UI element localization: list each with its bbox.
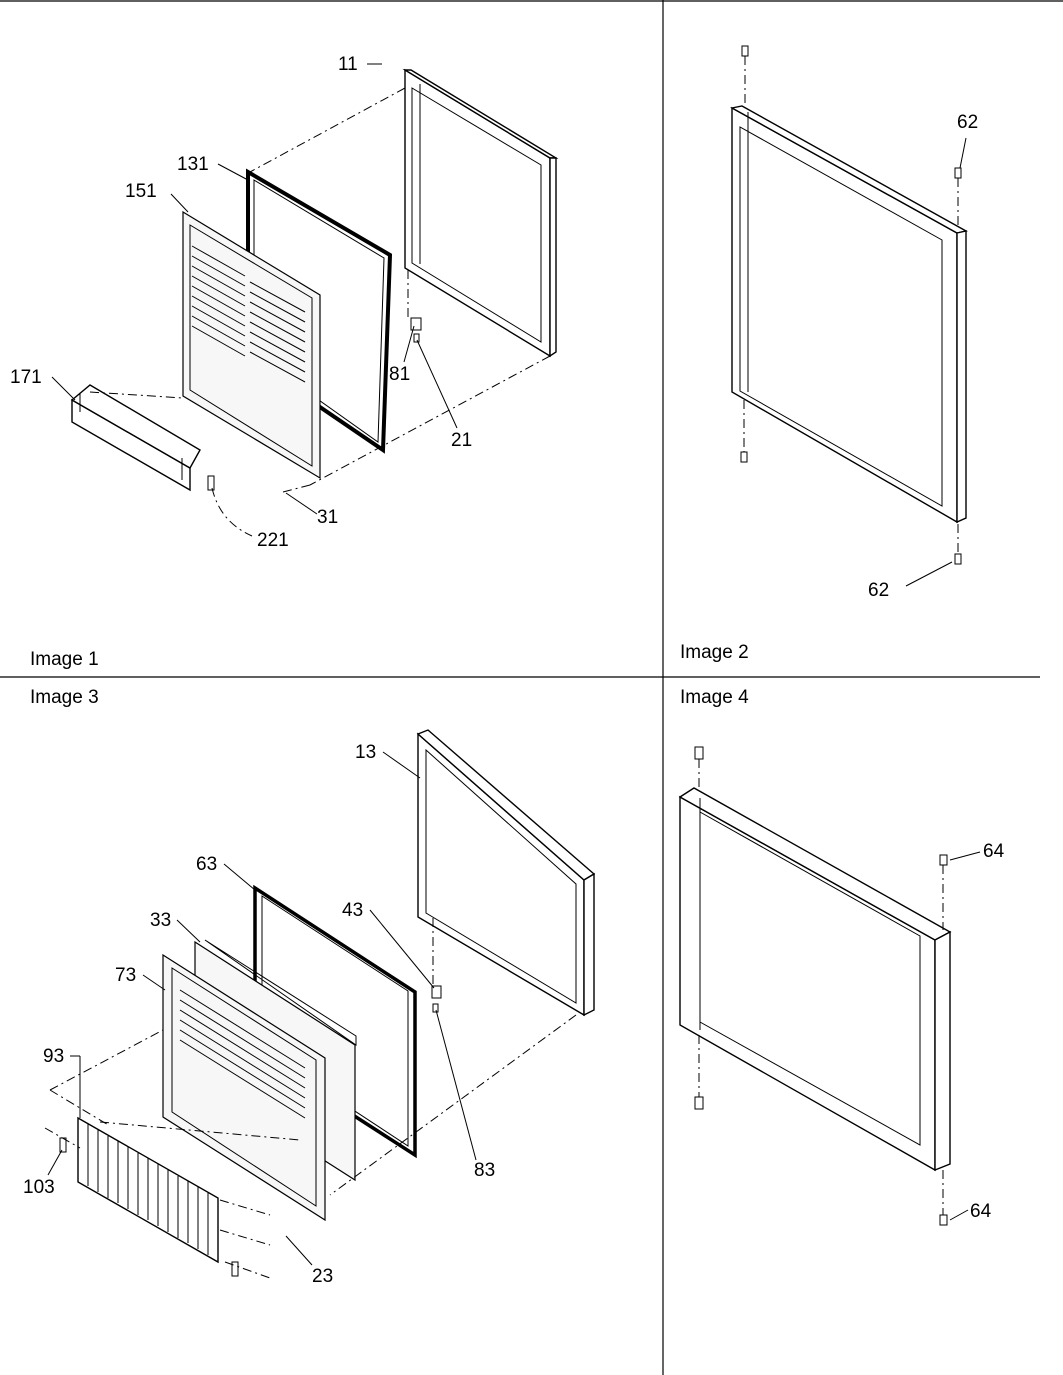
image-3-caption: Image 3 (30, 687, 99, 708)
part-73-door-liner (162, 953, 326, 1222)
assembly-line (219, 1199, 271, 1216)
leader-line (416, 339, 458, 429)
clip (231, 1261, 239, 1277)
part-11-door-frame (402, 68, 559, 358)
image-4-caption: Image 4 (680, 687, 749, 708)
leader-line (905, 561, 953, 587)
callout-73: 73 (115, 965, 136, 986)
part-83-screw (432, 1003, 439, 1013)
assembly-line (282, 484, 311, 493)
screw-64-top-right (939, 854, 948, 866)
callout-83: 83 (474, 1160, 495, 1181)
callout-62-bottom: 62 (868, 580, 889, 601)
part-13-door-frame (416, 729, 596, 1017)
callout-64-top: 64 (983, 841, 1005, 862)
part-81-hinge-bracket (410, 317, 422, 331)
callout-31: 31 (317, 507, 338, 528)
assembly-line (329, 1014, 577, 1196)
image-4-panel: Image 4 64 64 (678, 687, 1005, 1226)
leader-line (51, 376, 76, 401)
part-151-door-liner (182, 210, 321, 480)
assembly-line (89, 391, 184, 399)
leader-line (959, 137, 967, 169)
part-21-screw (413, 333, 420, 343)
leader-line (949, 851, 981, 861)
door-frame-assembly (729, 105, 968, 524)
leader-line (403, 325, 415, 363)
callout-64-bottom: 64 (970, 1201, 992, 1222)
screw-64-bottom-right (939, 1214, 948, 1226)
callout-93: 93 (43, 1046, 64, 1067)
leader-line (217, 163, 249, 181)
screw-62-top-left (741, 45, 749, 57)
part-171-door-shelf (70, 384, 201, 492)
assembly-line (44, 1127, 81, 1149)
screw-62-top-right (954, 167, 962, 179)
leader-line (47, 1149, 63, 1176)
callout-131: 131 (177, 154, 209, 175)
callout-11: 11 (338, 54, 358, 75)
callout-33: 33 (150, 910, 171, 931)
part-93-grille (77, 1116, 219, 1264)
image-2-panel: 62 62 Image 2 (680, 45, 978, 663)
assembly-line (249, 87, 406, 173)
assembly-line (224, 1261, 271, 1279)
leader-line (285, 492, 318, 515)
leader-line (176, 919, 201, 943)
leader-line (382, 751, 421, 779)
door-frame-assembly (678, 787, 952, 1172)
callout-63: 63 (196, 854, 217, 875)
assembly-line (49, 1089, 111, 1127)
leader-line (211, 487, 253, 537)
callout-21: 21 (451, 430, 472, 451)
screw-64-top-left (694, 746, 704, 760)
callout-103: 103 (23, 1177, 55, 1198)
screw-62-bottom-right (954, 553, 962, 565)
screw-64-bottom-left (694, 1096, 704, 1110)
image-2-caption: Image 2 (680, 642, 749, 663)
part-103-clip (59, 1137, 67, 1153)
leader-line (949, 1209, 969, 1221)
assembly-line (309, 355, 551, 486)
callout-43: 43 (342, 900, 363, 921)
leader-line (170, 193, 189, 213)
part-221-clip (207, 475, 215, 491)
callout-81: 81 (389, 364, 410, 385)
image-1-panel: 11 131 151 171 81 21 31 221 Image 1 (10, 54, 559, 670)
callout-221: 221 (257, 530, 289, 551)
callout-23: 23 (312, 1266, 333, 1287)
screw-62-bottom-left (740, 451, 748, 463)
assembly-line (49, 1029, 164, 1091)
leader-line (369, 909, 435, 989)
leader-line (142, 974, 166, 991)
liner-ribs (191, 245, 306, 383)
leader-line (435, 1009, 477, 1161)
callout-171: 171 (10, 367, 42, 388)
callout-62-top: 62 (957, 112, 978, 133)
image-3-panel: Image 3 (23, 687, 596, 1287)
leader-line (285, 1235, 313, 1266)
part-43-hinge-bracket (431, 985, 442, 999)
assembly-line (99, 1121, 301, 1141)
leader-line (223, 863, 256, 891)
callout-13: 13 (355, 742, 376, 763)
callout-151: 151 (125, 181, 157, 202)
assembly-line (219, 1229, 271, 1246)
image-1-caption: Image 1 (30, 649, 99, 670)
